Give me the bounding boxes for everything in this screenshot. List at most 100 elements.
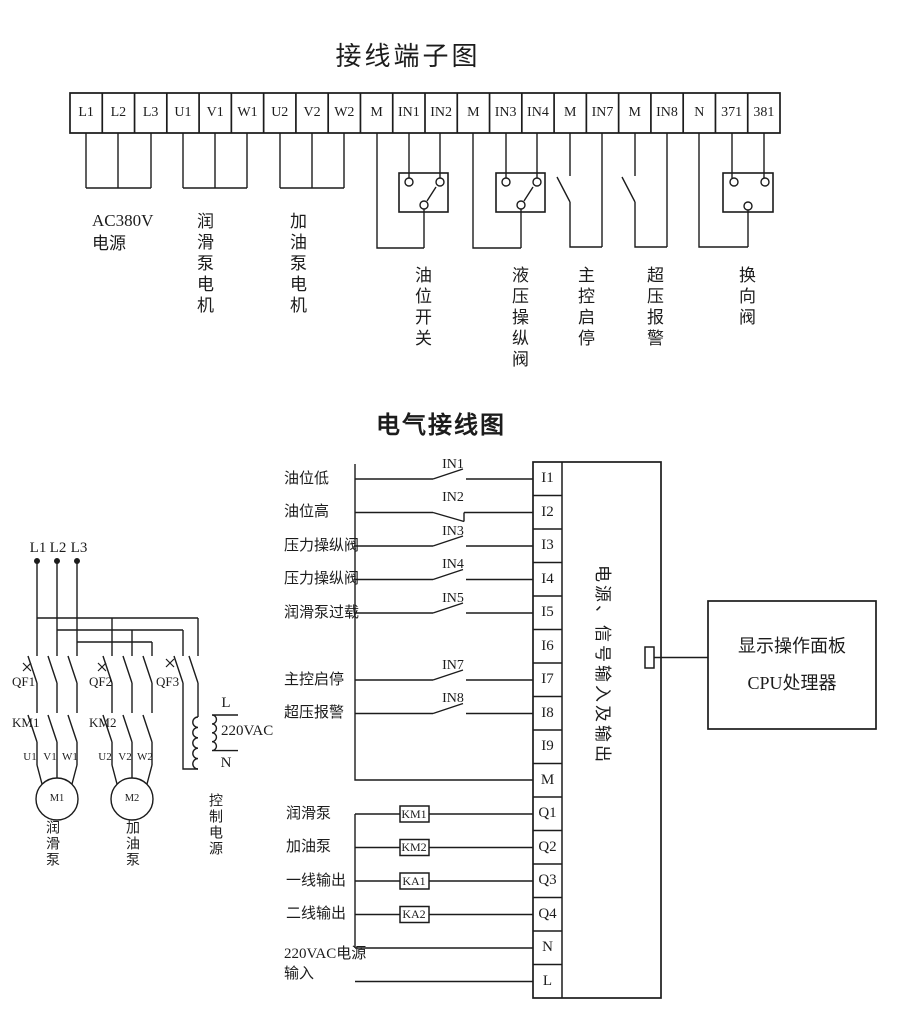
terminal-cell-W2-8: W2	[334, 105, 355, 120]
power-circuit-wiring	[22, 558, 238, 821]
lube-pump-motor-label: 润滑泵电机	[194, 212, 213, 317]
oil-level-switch-symbol	[376, 133, 449, 249]
terminal-cell-U1-3: U1	[174, 105, 192, 120]
top-group-brackets	[85, 133, 345, 189]
signal-in2: IN2	[442, 490, 464, 505]
motor1-name: M1	[49, 793, 65, 804]
phase-l3-label: L3	[70, 540, 88, 556]
coil-box-ka2	[399, 905, 430, 924]
hydraulic-valve-label: 液压操纵阀	[509, 266, 528, 371]
breaker-flags	[22, 658, 175, 672]
terminal-cell-381-21: 381	[753, 105, 775, 120]
terminal-cell-IN8-18: IN8	[656, 105, 678, 120]
motor2-name: M2	[124, 793, 140, 804]
phase-l1-label: L1	[29, 540, 47, 556]
km-contactor-blades	[27, 714, 153, 765]
terminal-cell-IN3-13: IN3	[494, 105, 517, 120]
oil-level-switch-label: 油位开关	[412, 266, 431, 350]
contactor-km2-label: KM2	[89, 715, 117, 730]
control-power-label: 控制电源	[207, 793, 222, 857]
electrical-diagram-title: 电气接线图	[376, 412, 506, 439]
output-label-line2-output: 二线输出	[286, 906, 347, 922]
signal-in4: IN4	[442, 557, 464, 572]
plc-block	[532, 461, 877, 999]
output-wiring	[354, 805, 533, 983]
terminal-cell-371-20: 371	[721, 105, 743, 120]
motor2-v2-label: V2	[118, 751, 132, 763]
signal-in8: IN8	[442, 691, 464, 706]
terminal-cell-M-15: M	[563, 105, 577, 120]
master-start-stop-label: 主控启停	[575, 266, 594, 350]
input-wiring	[354, 464, 533, 781]
signal-in7: IN7	[442, 658, 464, 673]
transformer-voltage-label: 220VAC	[221, 723, 274, 739]
coil-box-ka1	[399, 872, 430, 890]
terminal-cell-L2-1: L2	[110, 105, 127, 120]
transformer-l-label: L	[221, 695, 231, 711]
plc-terminal-I6-5: I6	[541, 637, 554, 654]
terminal-strip-grid	[69, 92, 781, 134]
terminal-cell-M-17: M	[628, 105, 641, 120]
output-label-line1-output: 一线输出	[286, 873, 347, 889]
motor2-u2-label: U2	[98, 751, 112, 763]
overpressure-alarm-label: 超压报警	[644, 266, 663, 350]
cpu-processor-label: CPU处理器	[747, 673, 837, 693]
plc-terminal-Q3-12: Q3	[538, 872, 557, 889]
input-label-oil-level-low: 油位低	[284, 471, 330, 487]
terminal-cell-V1-4: V1	[206, 105, 224, 120]
motor1-function-label: 润滑泵	[44, 820, 59, 868]
psu-label-line1: 220VAC电源	[284, 946, 367, 962]
terminal-cell-W1-5: W1	[237, 105, 258, 120]
plc-io-label: 电源、信号输入及输出	[593, 565, 612, 765]
signal-in1: IN1	[442, 457, 464, 472]
output-label-oil-pump: 加油泵	[286, 839, 332, 855]
plc-terminal-L-15: L	[542, 972, 553, 989]
terminal-cell-IN7-16: IN7	[591, 105, 614, 120]
input-label-overpressure-alarm: 超压报警	[284, 705, 345, 721]
transformer-secondary	[211, 714, 238, 752]
plc-terminal-M-9: M	[540, 771, 555, 788]
ac380v-label: AC380V	[92, 211, 154, 230]
cpu-panel-label: 显示操作面板	[738, 636, 846, 656]
terminal-cell-V2-7: V2	[303, 105, 321, 120]
plc-terminal-I3-2: I3	[541, 537, 554, 554]
terminal-cell-M-12: M	[467, 105, 480, 120]
plc-terminal-Q1-10: Q1	[538, 805, 557, 822]
coil-box-km1	[399, 805, 430, 823]
directional-valve-label: 换向阀	[736, 266, 755, 329]
plc-terminal-I5-4: I5	[541, 604, 554, 621]
plc-terminal-I9-8: I9	[541, 738, 554, 755]
psu-label-line2: 输入	[284, 966, 315, 982]
plc-terminal-I4-3: I4	[541, 570, 554, 587]
motor1-circle	[35, 777, 79, 821]
terminal-cell-L1-0: L1	[78, 105, 94, 120]
output-label-lube-pump: 润滑泵	[286, 806, 332, 822]
plc-terminal-I1-0: I1	[541, 470, 554, 487]
oil-pump-motor-label: 加油泵电机	[287, 212, 306, 317]
alarm-switch-symbol	[621, 133, 668, 248]
terminal-cell-L3-2: L3	[142, 105, 159, 120]
transformer-primary	[192, 716, 199, 770]
plc-terminal-Q4-13: Q4	[538, 905, 557, 922]
directional-valve-symbol	[698, 133, 774, 248]
breaker-qf3-label: QF3	[156, 674, 180, 689]
motor1-v1-label: V1	[43, 751, 57, 763]
terminal-cell-IN2-11: IN2	[430, 105, 453, 120]
motor1-w1-label: W1	[62, 751, 78, 763]
qf-breaker-blades	[27, 655, 199, 770]
transformer-n-label: N	[220, 755, 232, 771]
contactor-km1-label: KM1	[12, 715, 40, 730]
plc-terminal-separators	[533, 494, 562, 966]
coil-ka1: KA1	[402, 874, 426, 888]
coil-box-km2	[399, 838, 430, 857]
hydraulic-valve-symbol	[472, 133, 546, 249]
power-supply-label: 电源	[92, 234, 126, 253]
signal-in5: IN5	[442, 591, 464, 606]
plc-terminal-N-14: N	[542, 939, 553, 956]
signal-in3: IN3	[442, 524, 464, 539]
plc-terminal-I8-7: I8	[541, 704, 554, 721]
phase-l2-label: L2	[49, 540, 67, 556]
plc-terminal-I7-6: I7	[541, 671, 554, 688]
